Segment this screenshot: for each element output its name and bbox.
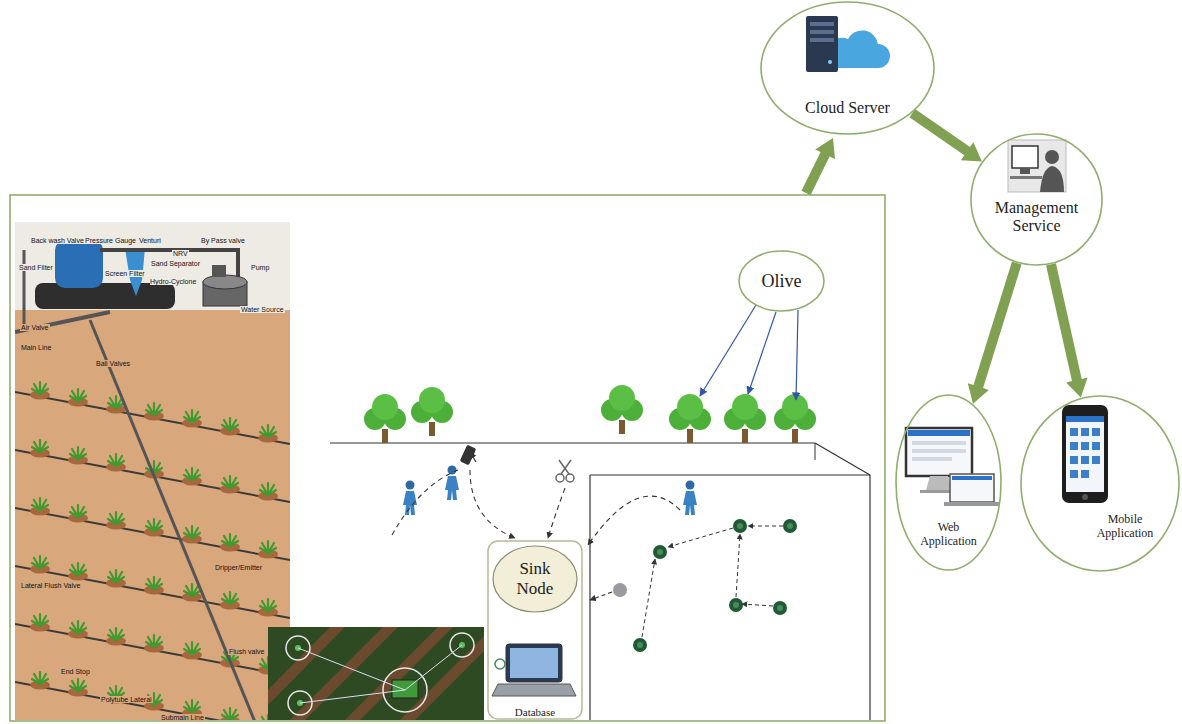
- label-holder: Pressure Gauge: [84, 229, 137, 247]
- circle-outline: [761, 2, 934, 134]
- web-app-circle: Web Application: [895, 394, 1002, 571]
- flow-arrow: [968, 262, 1022, 404]
- part-label: Dripper/Emitter: [214, 564, 263, 571]
- sink-node-box: Sink NodeDatabase: [487, 540, 583, 720]
- label-holder: By Pass valve: [200, 229, 246, 247]
- circle-outline: [896, 395, 1001, 570]
- label-holder: Ball Valves: [95, 352, 131, 370]
- text-holder: Management Service: [982, 199, 1092, 236]
- part-label: By Pass valve: [200, 237, 246, 244]
- node-title: Olive: [744, 271, 819, 292]
- node-subtext: Database: [487, 706, 583, 719]
- label-holder: Back wash Valve: [30, 229, 85, 247]
- label-holder: Flush valve: [228, 640, 265, 658]
- part-label: Sand Filter: [18, 264, 54, 271]
- label-holder: Venturi: [138, 229, 162, 247]
- part-label: Water Source: [240, 306, 285, 313]
- sink-oval: [493, 546, 577, 612]
- circle-outline: [971, 134, 1102, 265]
- label-holder: Polytube Lateral: [100, 688, 153, 706]
- management-circle: Management Service: [970, 133, 1103, 266]
- circle-outline: [1021, 396, 1179, 571]
- part-label: Sand Separator Hydro-Cyclone: [150, 260, 200, 285]
- node-title: Mobile Application: [1089, 513, 1161, 541]
- part-label: Submain Line: [160, 714, 205, 721]
- part-label: Ball Valves: [95, 360, 131, 367]
- label-holder: Screen Filter: [104, 262, 146, 280]
- part-label: Air Valve: [20, 324, 50, 331]
- label-holder: Main Line: [20, 336, 52, 354]
- node-title: Sink Node: [502, 559, 568, 598]
- label-holder: Pump: [250, 256, 270, 274]
- part-label: Pressure Gauge: [84, 237, 137, 244]
- mobile-app-circle: Mobile Application: [1020, 395, 1180, 572]
- part-label: Polytube Lateral: [100, 696, 153, 703]
- part-label: Main Line: [20, 344, 52, 351]
- flow-arrow: [1046, 263, 1088, 397]
- label-holder: Lateral Flush Valve: [20, 574, 81, 592]
- text-holder: Database: [487, 706, 583, 719]
- label-holder: Sand Filter: [18, 256, 54, 274]
- sink-frame: [488, 541, 582, 719]
- flow-arrow: [909, 109, 982, 162]
- part-label: Flush valve: [228, 648, 265, 655]
- part-label: End Stop: [60, 668, 91, 675]
- olive-circle: Olive: [738, 250, 825, 312]
- node-outline: [1020, 395, 1180, 572]
- node-title: Cloud Server: [773, 99, 923, 117]
- label-holder: End Stop: [60, 660, 91, 678]
- part-label: Lateral Flush Valve: [20, 582, 81, 589]
- text-holder: Web Application: [913, 521, 985, 549]
- label-holder: Air Valve: [20, 316, 50, 334]
- text-holder: Olive: [744, 271, 819, 292]
- label-holder: Sand Separator Hydro-Cyclone: [150, 252, 202, 288]
- label-holder: Dripper/Emitter: [214, 556, 263, 574]
- circle-outline: [739, 251, 824, 311]
- text-holder: Mobile Application: [1089, 513, 1161, 541]
- part-label: Venturi: [138, 237, 162, 244]
- part-label: NRV: [172, 250, 189, 257]
- cloud-circle: Cloud Server: [760, 1, 935, 135]
- node-title: Web Application: [913, 521, 985, 549]
- text-holder: Sink Node: [502, 559, 568, 598]
- label-holder: Submain Line: [160, 706, 205, 724]
- label-holder: NRV: [172, 242, 189, 260]
- node-title: Management Service: [982, 199, 1092, 236]
- part-label: Back wash Valve: [30, 237, 85, 244]
- part-label: Screen Filter: [104, 270, 146, 277]
- part-label: Pump: [250, 264, 270, 271]
- label-holder: Water Source: [240, 298, 285, 316]
- text-holder: Cloud Server: [773, 99, 923, 117]
